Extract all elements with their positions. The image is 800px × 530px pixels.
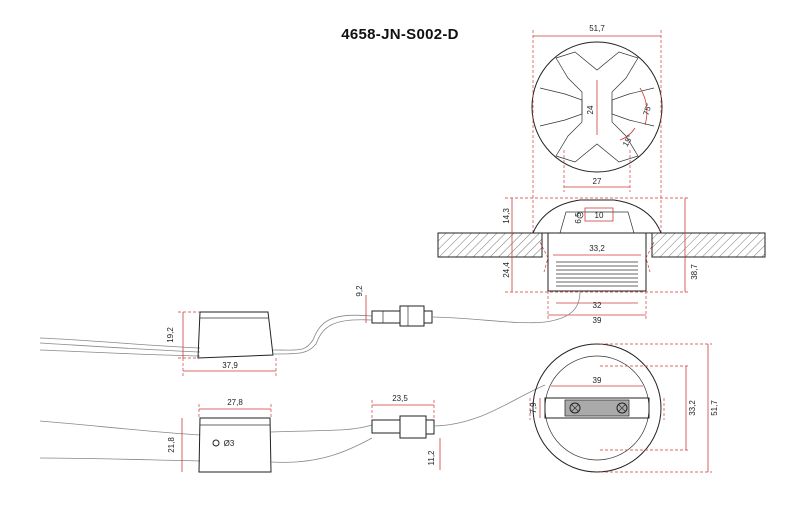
top-view-left-slot [539, 87, 583, 127]
bottom-inner-width-label: 39 [593, 376, 602, 385]
wall-left-section [437, 232, 543, 258]
bottom-outer-height-label: 51,7 [710, 400, 719, 416]
driver2-output-wire-a [270, 424, 373, 433]
bottom-view-bracket [564, 399, 630, 417]
side-bottom-width-label: 32 [593, 301, 602, 310]
top-view: 51,7 24 75° 15° 27 [531, 24, 663, 240]
top-slot-width-label: 27 [593, 177, 602, 186]
driver2-output-wire-b [270, 437, 373, 463]
side-right-clip [645, 241, 655, 273]
driver-1: 19,2 37,9 9,2 [39, 285, 546, 376]
side-total-height-label: 38,7 [690, 264, 699, 280]
driver1-width-label: 37,9 [222, 361, 238, 370]
driver1-height-label: 19,2 [166, 327, 175, 343]
top-width-label: 51,7 [589, 24, 605, 33]
side-screw-icon [576, 211, 584, 219]
top-angle-75-arc [639, 87, 648, 126]
top-view-outer-circle [531, 41, 663, 173]
side-body [547, 232, 647, 292]
connector1-tip [423, 310, 433, 324]
bottom-plate-height-label: 7,9 [529, 402, 538, 414]
driver2-hole-label: Ø3 [224, 439, 235, 448]
driver2-box [198, 417, 272, 473]
bottom-view-outer-circle [532, 343, 662, 473]
bottom-inner-height-label: 33,2 [688, 400, 697, 416]
side-cut-width-label: 39 [593, 316, 602, 325]
connector2-cable [433, 384, 546, 427]
drawing-title: 4658-JN-S002-D [341, 26, 459, 43]
connector2-width-label: 23,5 [392, 394, 408, 403]
connector1-height-label: 9,2 [355, 285, 364, 297]
driver1-output-wire-2 [272, 319, 373, 355]
top-angle-15-arc [619, 127, 636, 141]
top-slot-height-label: 24 [586, 105, 595, 114]
side-view: 10 6,5 33,2 14,3 24,4 3 [437, 197, 766, 325]
connector1-cable [431, 316, 546, 324]
connector2-plug-b [399, 415, 427, 439]
driver1-wire-b [39, 342, 201, 353]
driver1-wire-a [39, 337, 201, 349]
driver2-mount-hole-icon [212, 439, 220, 447]
connector2-plug-a [371, 419, 401, 434]
side-body-height-label: 24,4 [502, 262, 511, 278]
wall-right-section [651, 232, 766, 258]
driver2-wire-b [39, 457, 201, 462]
side-cap-height-label: 14,3 [502, 208, 511, 224]
bottom-view-plate [544, 397, 650, 419]
side-dome-cap [532, 199, 662, 234]
top-view-slot-outline [555, 51, 639, 163]
driver2-wire-a [39, 420, 201, 436]
side-inner-width-label: 33,2 [589, 244, 605, 253]
connector1-plug-b [399, 305, 425, 327]
top-angle-15-label: 15° [621, 133, 635, 148]
side-fins [556, 261, 638, 287]
bottom-view-screw-right-icon [616, 402, 628, 414]
connector1-plug-a [371, 310, 401, 324]
bottom-view-clips [529, 398, 665, 420]
side-window-recess [559, 211, 635, 234]
top-angle-75-label: 75° [642, 102, 654, 116]
bottom-view: 39 7,9 33,2 51,7 [529, 343, 719, 473]
driver1-wire-c [39, 349, 201, 357]
side-window-width-label: 10 [595, 211, 604, 220]
driver2-height-label: 21,8 [167, 437, 176, 453]
side-window-box [584, 207, 614, 222]
side-window-height-label: 6,5 [574, 212, 583, 224]
side-cable [544, 290, 581, 323]
driver2-width-label: 27,8 [227, 398, 243, 407]
side-left-clip [539, 241, 549, 273]
driver-2: Ø3 27,8 21,8 23,5 11,2 [39, 384, 546, 473]
connector2-tip [425, 419, 435, 435]
driver1-box [197, 311, 274, 359]
connector2-height-label: 11,2 [427, 450, 436, 466]
driver1-output-wire [272, 314, 373, 351]
bottom-view-screw-left-icon [569, 402, 581, 414]
top-view-right-slot [611, 87, 655, 127]
